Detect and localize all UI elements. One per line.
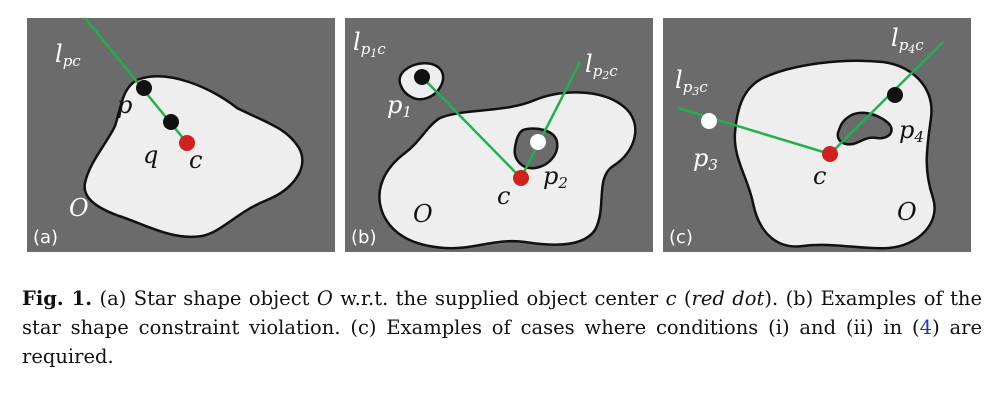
object-o-label: O (897, 198, 917, 226)
point-p-dot (136, 80, 152, 96)
hole-p4 (836, 111, 893, 146)
line-l-p4c-label: lp4c (891, 24, 924, 56)
p2-label: p2 (543, 162, 568, 192)
caption-text: (a) Star shape object (92, 287, 317, 310)
point-p2-dot (530, 134, 546, 150)
center-c-dot (513, 170, 529, 186)
line-l-p2c (519, 61, 582, 179)
figure-panel-a: lpc p q c O (a) (27, 18, 335, 252)
point-p1-dot (414, 69, 430, 85)
figure-caption: Fig. 1. (a) Star shape object O w.r.t. t… (22, 284, 982, 371)
panel-tag-c: (c) (669, 227, 693, 248)
caption-text: ). (b) Examples of the star shape constr… (22, 287, 983, 339)
c-label: c (189, 146, 203, 174)
center-c-dot (179, 135, 195, 151)
figure-panel-b: lp1c lp2c p1 p2 c O (b) (345, 18, 653, 252)
point-p3-dot (701, 113, 717, 129)
panel-tag-b: (b) (351, 227, 377, 248)
object-o-label: O (413, 200, 433, 228)
figure-panel-c: lp3c lp4c p3 p4 c O (c) (663, 18, 971, 252)
point-p4-dot (887, 87, 903, 103)
line-l-p3c-label: lp3c (675, 66, 708, 98)
line-l-p2c-label: lp2c (585, 50, 618, 82)
caption-center-symbol: c (665, 287, 677, 310)
panel-b-drawing (378, 61, 637, 250)
line-l-p1c-label: lp1c (353, 28, 386, 60)
panel-a-drawing (83, 18, 304, 239)
caption-text: ( (676, 287, 692, 310)
caption-object-symbol: O (316, 287, 333, 310)
caption-red-dot-text: red dot (691, 287, 765, 310)
panel-c-drawing (677, 41, 944, 250)
p1-label: p1 (387, 91, 412, 121)
p4-label: p4 (899, 116, 924, 146)
panel-tag-a: (a) (33, 227, 59, 248)
c-label: c (497, 182, 511, 210)
p-label: p (117, 91, 133, 119)
p3-label: p3 (693, 144, 718, 174)
caption-text: w.r.t. the supplied object center (332, 287, 666, 310)
line-l-p4c (829, 41, 944, 155)
point-q-dot (163, 114, 179, 130)
center-c-dot (822, 146, 838, 162)
caption-figure-label: Fig. 1. (22, 287, 93, 310)
object-o-label: O (69, 194, 89, 222)
line-l-p1c (421, 76, 522, 179)
q-label: q (143, 141, 159, 169)
star-shaped-object (83, 75, 304, 239)
c-label: c (813, 162, 827, 190)
equation-reference-link[interactable]: 4 (919, 316, 933, 339)
caption-text: ) are required. (22, 316, 983, 368)
line-l-pc-label: lpc (55, 40, 81, 70)
star-shaped-object (378, 91, 637, 250)
